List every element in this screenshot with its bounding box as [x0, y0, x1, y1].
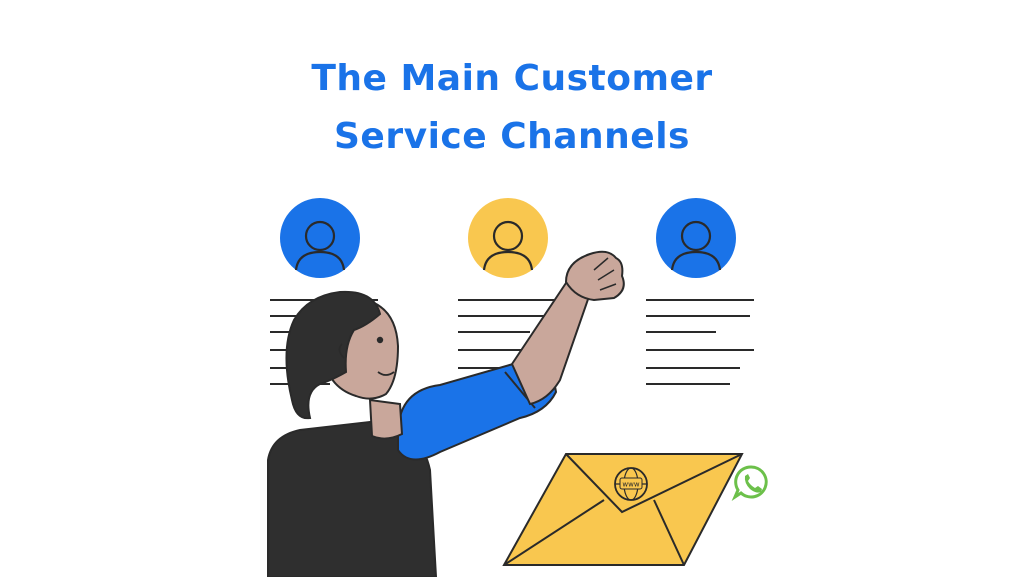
title-line-2: Service Channels: [334, 116, 690, 157]
person-neck: [368, 398, 404, 440]
envelope: www: [502, 453, 744, 566]
user-icon: [656, 198, 736, 278]
page-title: The Main Customer Service Channels: [0, 50, 1024, 166]
person-eye: [376, 336, 384, 344]
title-line-1: The Main Customer: [311, 58, 713, 99]
profile-card-3-lines: [646, 299, 754, 385]
person-hand: [564, 250, 625, 302]
user-icon: [468, 198, 548, 278]
user-icon: [280, 198, 360, 278]
whatsapp-icon: [731, 465, 768, 502]
globe-badge-text: www: [622, 481, 639, 489]
person-illustration: [267, 250, 625, 577]
profile-card-3: [646, 198, 754, 385]
globe-icon: www: [614, 467, 648, 501]
person-hair: [285, 290, 382, 420]
